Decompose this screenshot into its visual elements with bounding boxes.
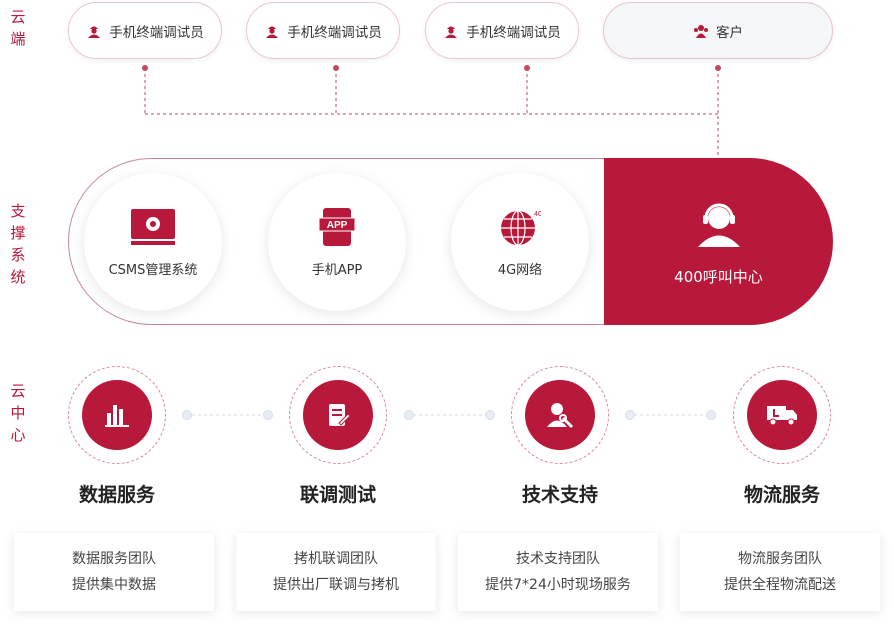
card-line: 提供出厂联调与拷机 (273, 577, 399, 593)
group-users-icon (694, 24, 708, 38)
service-title-data: 数据服务 (78, 484, 155, 506)
row-label-cloud-end: 云端 (10, 8, 26, 48)
node-mobile-debugger-3: 手机终端调试员 (425, 2, 579, 59)
service-title-testing: 联调测试 (299, 484, 376, 506)
document-edit-icon (329, 404, 351, 426)
card-line: 物流服务团队 (738, 551, 822, 567)
node-customer: 客户 (603, 2, 833, 59)
service-node-tech-support (511, 366, 609, 464)
service-card-logistics: 物流服务团队 提供全程物流配送 (680, 533, 880, 611)
service-node-testing (289, 366, 387, 464)
support-item-app: APP 手机APP (268, 173, 406, 311)
support-item-label: CSMS管理系统 (108, 262, 198, 278)
support-wrench-icon (547, 403, 574, 429)
headset-agent-icon (698, 203, 740, 247)
service-card-tech-support: 技术支持团队 提供7*24小时现场服务 (458, 533, 658, 611)
call-center-label: 400呼叫中心 (674, 268, 763, 286)
app-icon-text: APP (327, 220, 348, 231)
globe-4g-icon: 4G (501, 209, 541, 246)
node-label: 手机终端调试员 (109, 24, 204, 41)
monitor-gear-icon (131, 208, 175, 245)
support-item-label: 4G网络 (497, 262, 543, 278)
node-label: 手机终端调试员 (287, 24, 382, 41)
connector-dot (404, 410, 414, 420)
phone-app-icon: APP (319, 207, 355, 246)
user-worker-icon (445, 26, 458, 38)
card-line: 提供集中数据 (72, 577, 156, 593)
card-line: 技术支持团队 (516, 551, 600, 567)
support-item-4g: 4G 4G网络 (451, 173, 589, 311)
user-worker-icon (88, 26, 101, 38)
4g-icon-text: 4G (534, 211, 541, 218)
node-label: 手机终端调试员 (466, 24, 561, 41)
card-line: 提供7*24小时现场服务 (485, 577, 631, 593)
service-title-tech-support: 技术支持 (521, 484, 598, 506)
support-item-csms: CSMS管理系统 (84, 173, 222, 311)
row-label-support-system: 支撑系统 (10, 202, 26, 286)
card-line: 提供全程物流配送 (724, 577, 836, 593)
card-line: 数据服务团队 (72, 551, 156, 567)
call-center-panel: 400呼叫中心 (604, 158, 833, 325)
connector-dot (706, 410, 716, 420)
bar-chart-icon (105, 405, 129, 427)
user-worker-icon (266, 26, 279, 38)
connector-dot (182, 410, 192, 420)
service-card-data: 数据服务团队 提供集中数据 (14, 533, 214, 611)
service-node-logistics (733, 366, 831, 464)
delivery-truck-icon (767, 406, 797, 426)
node-mobile-debugger-1: 手机终端调试员 (68, 2, 222, 59)
row-label-cloud-center: 云中心 (10, 382, 26, 444)
connector-dot (485, 410, 495, 420)
service-card-testing: 拷机联调团队 提供出厂联调与拷机 (236, 533, 436, 611)
support-item-label: 手机APP (311, 262, 363, 278)
card-line: 拷机联调团队 (294, 551, 378, 567)
connector-dot (263, 410, 273, 420)
node-label: 客户 (716, 24, 743, 41)
connector-dot (625, 410, 635, 420)
node-mobile-debugger-2: 手机终端调试员 (246, 2, 400, 59)
service-title-logistics: 物流服务 (743, 484, 820, 506)
service-node-data (68, 366, 166, 464)
